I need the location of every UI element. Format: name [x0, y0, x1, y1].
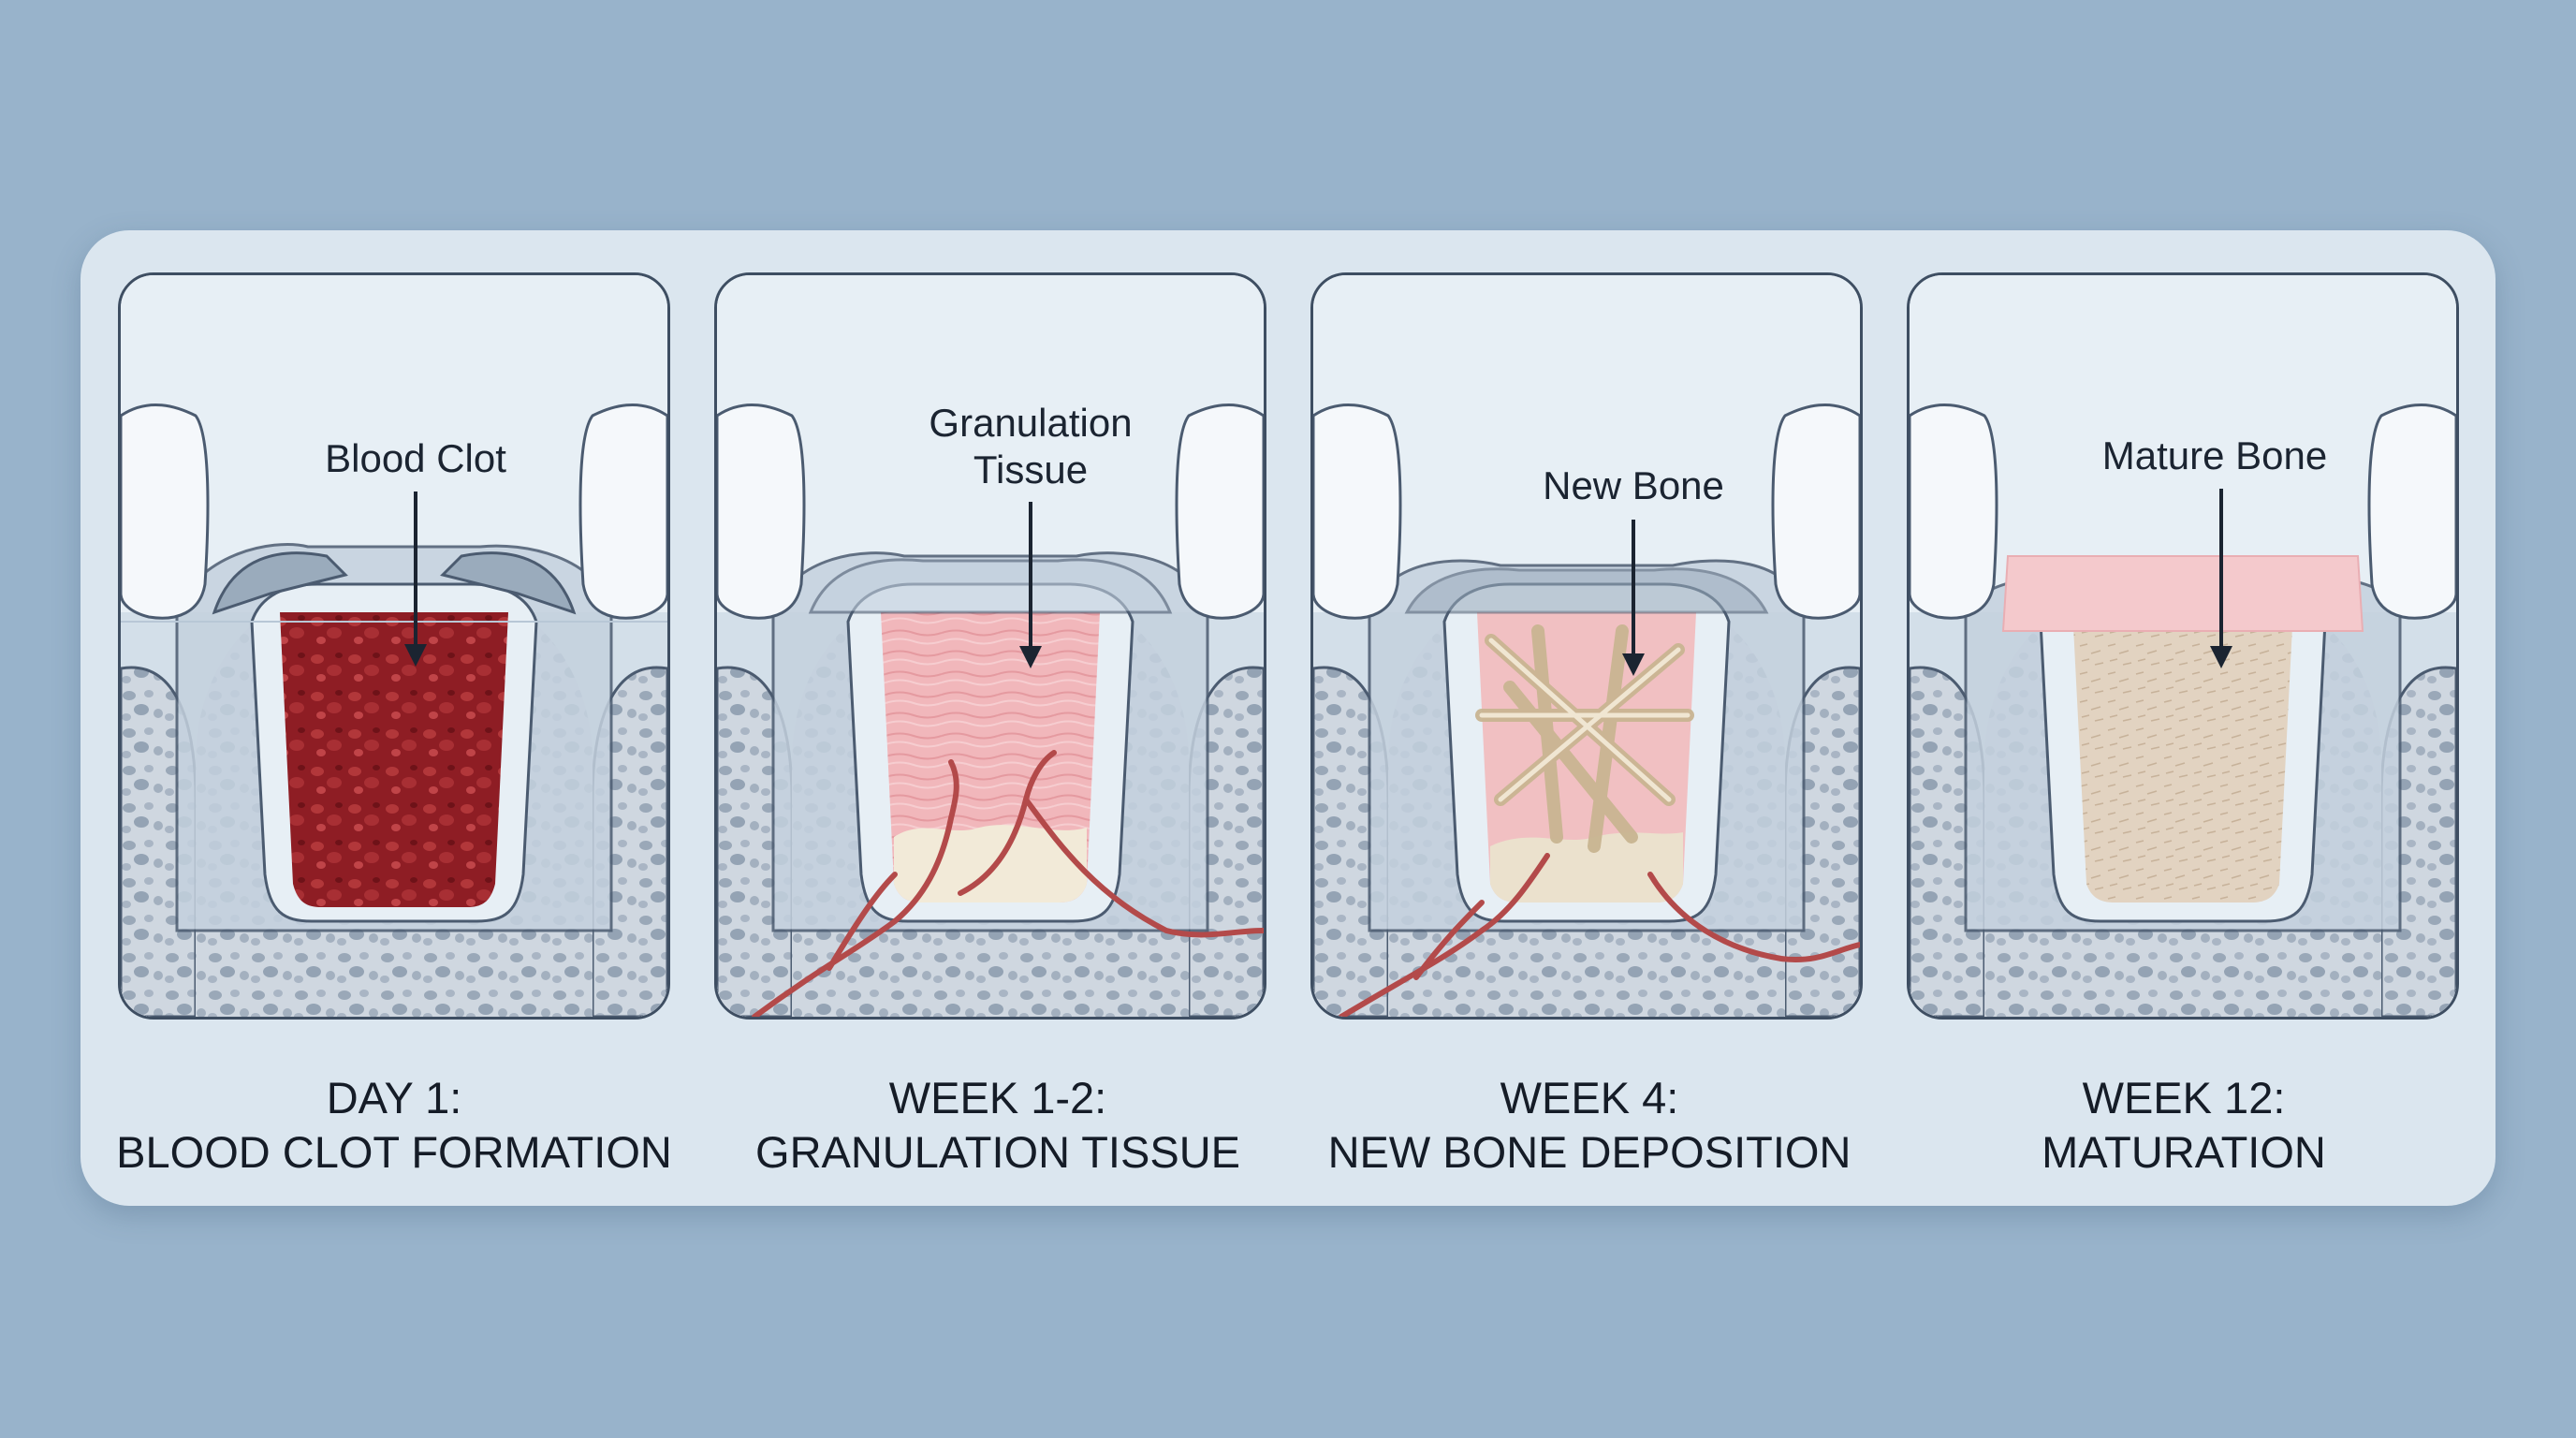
tooth-icon: [1910, 403, 1998, 620]
stage-panel-day-1: [118, 272, 670, 1020]
label-blood-clot: Blood Clot: [325, 436, 506, 480]
label-mature-bone: Mature Bone: [2101, 433, 2328, 477]
caption-stage-time: WEEK 4:: [1500, 1073, 1679, 1123]
caption-stage-time: WEEK 1-2:: [888, 1073, 1107, 1123]
caption-day-1: DAY 1: BLOOD CLOT FORMATION: [95, 1071, 694, 1180]
stage-panel-week-4: [1310, 272, 1863, 1020]
caption-stage-name: GRANULATION TISSUE: [755, 1127, 1240, 1177]
caption-week-4: WEEK 4: NEW BONE DEPOSITION: [1290, 1071, 1889, 1180]
caption-week-1-2: WEEK 1-2: GRANULATION TISSUE: [698, 1071, 1297, 1180]
label-new-bone: New Bone: [1543, 463, 1724, 507]
blood-vessel-icon: [1339, 853, 1860, 1017]
socket-illustration: [121, 275, 667, 1017]
caption-week-12: WEEK 12: MATURATION: [1884, 1071, 2483, 1180]
stage-panel-week-12: [1907, 272, 2459, 1020]
socket-illustration: [717, 275, 1264, 1017]
tooth-icon: [121, 403, 210, 620]
tooth-icon: [717, 403, 806, 620]
caption-stage-time: DAY 1:: [326, 1073, 462, 1123]
tooth-icon: [1771, 403, 1860, 620]
tooth-icon: [578, 403, 667, 620]
caption-stage-name: MATURATION: [2042, 1127, 2326, 1177]
tooth-icon: [1313, 403, 1402, 620]
socket-illustration: [1910, 275, 2456, 1017]
stage-panel-week-1-2: [714, 272, 1266, 1020]
tooth-icon: [2367, 403, 2456, 620]
caption-stage-name: BLOOD CLOT FORMATION: [116, 1127, 672, 1177]
label-granulation-tissue: Granulation Tissue: [929, 401, 1133, 492]
socket-illustration: [1313, 275, 1860, 1017]
caption-stage-name: NEW BONE DEPOSITION: [1327, 1127, 1852, 1177]
tooth-icon: [1175, 403, 1264, 620]
caption-stage-time: WEEK 12:: [2082, 1073, 2286, 1123]
blood-vessel-icon: [752, 750, 1264, 1017]
